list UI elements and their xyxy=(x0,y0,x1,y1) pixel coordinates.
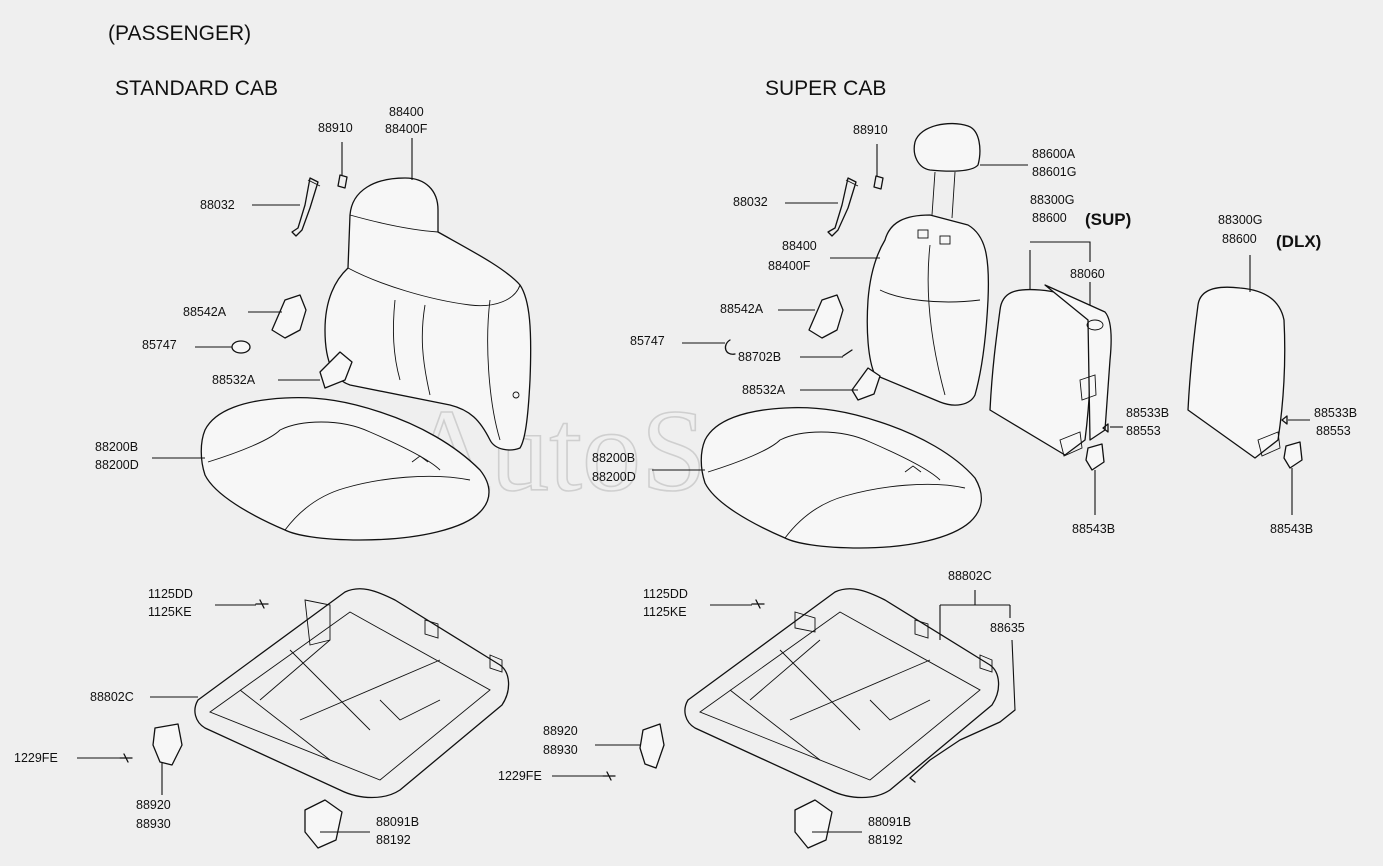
leader-lines xyxy=(77,138,1310,833)
callout-std-88200b: 88200B xyxy=(95,440,138,454)
sup-seatback-drawing xyxy=(866,214,990,406)
callout-sup-88532a: 88532A xyxy=(742,383,786,397)
callout-sup-88533b-dlx: 88533B xyxy=(1314,406,1357,420)
sup-back-dlx-drawing xyxy=(1187,286,1286,459)
callout-sup-88091b: 88091B xyxy=(868,815,911,829)
callout-sup-88300g-sup: 88300G xyxy=(1030,193,1074,207)
callout-sup-88543b-dlx: 88543B xyxy=(1270,522,1313,536)
callout-sup-88032: 88032 xyxy=(733,195,768,209)
callout-std-1125ke: 1125KE xyxy=(148,605,192,619)
super-cab-callouts: 88910 88600A 88601G 88032 88300G 88600 (… xyxy=(498,123,1357,847)
super-cab-assembly xyxy=(602,122,1303,849)
callout-sup-88542a: 88542A xyxy=(720,302,764,316)
std-frame-drawing xyxy=(194,588,510,799)
callout-std-88091b: 88091B xyxy=(376,815,419,829)
callout-sup-88600-sup: 88600 xyxy=(1032,211,1067,225)
standard-cab-title: STANDARD CAB xyxy=(115,77,278,100)
callout-sup-88060: 88060 xyxy=(1070,267,1105,281)
callout-std-85747: 85747 xyxy=(142,338,177,352)
callout-sup-88400: 88400 xyxy=(782,239,817,253)
callout-std-1229fe: 1229FE xyxy=(14,751,58,765)
callout-sup-88635: 88635 xyxy=(990,621,1025,635)
callout-sup-88553-sup: 88553 xyxy=(1126,424,1161,438)
callout-sup-1229fe: 1229FE xyxy=(498,769,542,783)
callout-sup-88910: 88910 xyxy=(853,123,888,137)
callout-sup-88192: 88192 xyxy=(868,833,903,847)
callout-std-1125dd: 1125DD xyxy=(148,587,193,601)
standard-cab-callouts: 88910 88400 88400F 88032 88542A 85747 88… xyxy=(14,105,428,847)
callout-sup-88200d: 88200D xyxy=(592,470,636,484)
std-cushion-drawing xyxy=(200,396,490,541)
callout-sup-88300g-dlx: 88300G xyxy=(1218,213,1262,227)
callout-sup-1125ke: 1125KE xyxy=(643,605,687,619)
callout-sup-88553-dlx: 88553 xyxy=(1316,424,1351,438)
sup-cable-drawing xyxy=(909,709,1016,783)
callout-std-88930: 88930 xyxy=(136,817,171,831)
sup-headrest-drawing xyxy=(913,122,981,172)
sup-back-sup-drawing xyxy=(989,288,1092,456)
callout-std-88192: 88192 xyxy=(376,833,411,847)
callout-sup-88920: 88920 xyxy=(543,724,578,738)
callout-std-88802c: 88802C xyxy=(90,690,134,704)
sup-frame-drawing xyxy=(684,588,1000,799)
callout-sup-88543b-sup: 88543B xyxy=(1072,522,1115,536)
variant-label-sup: (SUP) xyxy=(1085,210,1131,229)
callout-sup-85747: 85747 xyxy=(630,334,665,348)
callout-std-88032: 88032 xyxy=(200,198,235,212)
callout-sup-88601g: 88601G xyxy=(1032,165,1076,179)
callout-std-88400f: 88400F xyxy=(385,122,428,136)
callout-sup-88533b-sup: 88533B xyxy=(1126,406,1169,420)
callout-sup-88200b: 88200B xyxy=(592,451,635,465)
super-cab-title: SUPER CAB xyxy=(765,77,886,100)
callout-sup-88930: 88930 xyxy=(543,743,578,757)
callout-sup-1125dd: 1125DD xyxy=(643,587,688,601)
callout-sup-88600-dlx: 88600 xyxy=(1222,232,1257,246)
callout-std-88542a: 88542A xyxy=(183,305,227,319)
callout-sup-88802c: 88802C xyxy=(948,569,992,583)
callout-std-88532a: 88532A xyxy=(212,373,256,387)
callout-sup-88400f: 88400F xyxy=(768,259,811,273)
callout-std-88200d: 88200D xyxy=(95,458,139,472)
sup-cushion-drawing xyxy=(700,406,982,549)
standard-cab-assembly xyxy=(119,174,532,849)
diagram-heading: (PASSENGER) xyxy=(108,22,251,45)
callout-std-88910: 88910 xyxy=(318,121,353,135)
std-buckle-drawing xyxy=(291,177,319,237)
callout-sup-88702b: 88702B xyxy=(738,350,781,364)
variant-label-dlx: (DLX) xyxy=(1276,232,1321,251)
callout-std-88920: 88920 xyxy=(136,798,171,812)
callout-sup-88600a: 88600A xyxy=(1032,147,1076,161)
callout-std-88400: 88400 xyxy=(389,105,424,119)
